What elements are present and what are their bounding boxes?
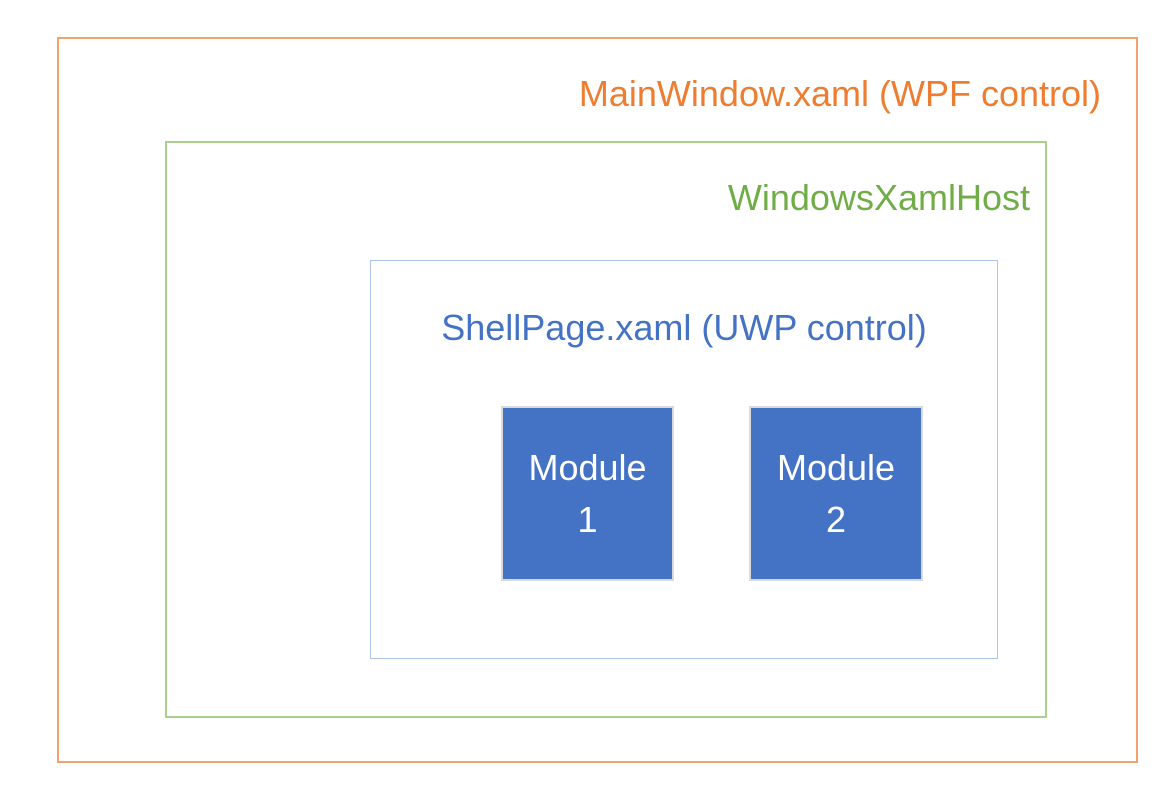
mainwindow-box xyxy=(57,37,1138,763)
module-1-box: Module 1 xyxy=(501,406,674,581)
mainwindow-label: MainWindow.xaml (WPF control) xyxy=(578,73,1101,114)
module-1-label-line1: Module xyxy=(528,446,647,488)
windowsxamlhost-box xyxy=(165,141,1047,718)
shellpage-label: ShellPage.xaml (UWP control) xyxy=(441,307,927,348)
module-2-label-line2: 2 xyxy=(825,498,847,540)
module-1-label-line2: 1 xyxy=(577,498,598,540)
module-2-box: Module 2 xyxy=(749,406,923,581)
module-2-label-line1: Module xyxy=(776,446,896,488)
shellpage-box xyxy=(370,260,998,659)
windowsxamlhost-label: WindowsXamlHost xyxy=(727,177,1030,218)
